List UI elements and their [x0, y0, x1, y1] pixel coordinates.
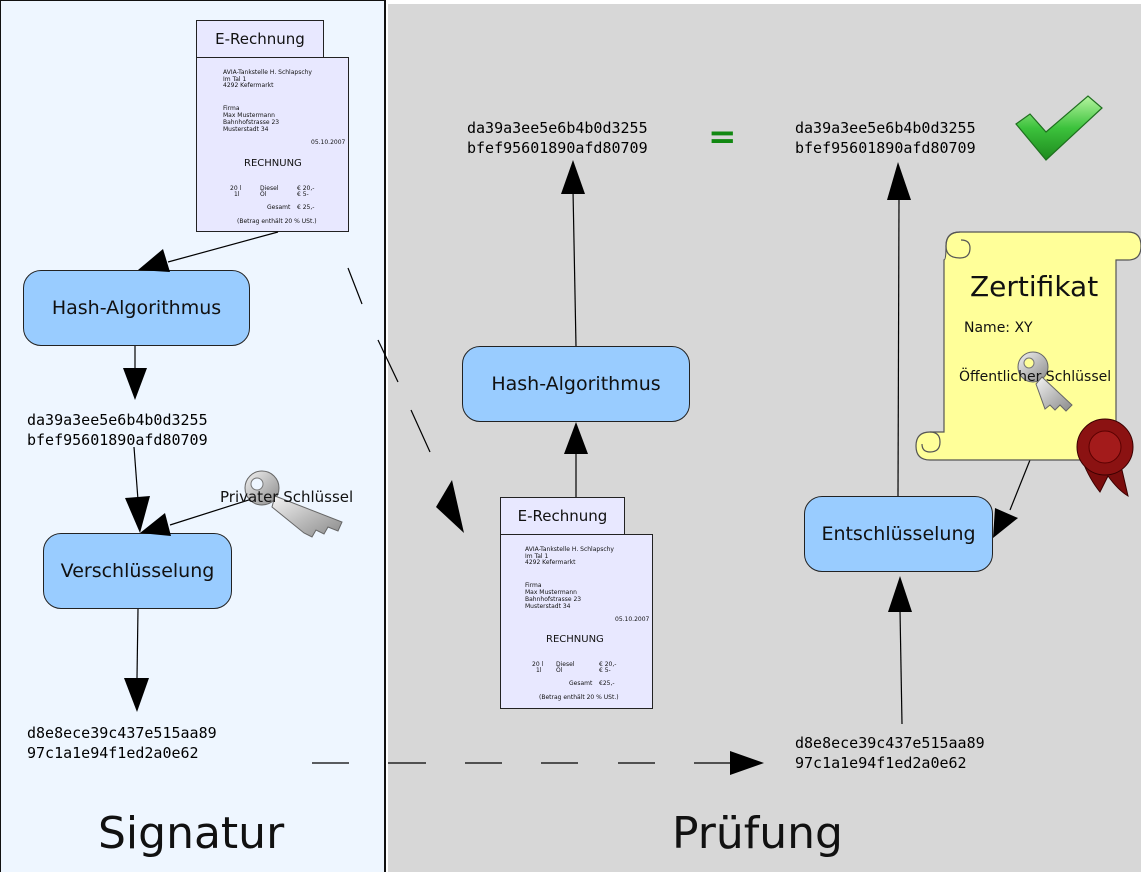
invoice-item-2: Öl: [556, 667, 563, 674]
invoice-vat: (Betrag enthält 20 % USt.): [237, 218, 317, 225]
equals-sign: =: [708, 117, 737, 157]
private-key-label: Privater Schlüssel: [220, 488, 354, 506]
wax-seal-icon: [1076, 418, 1134, 498]
invoice-item-1: Diesel: [260, 185, 279, 192]
key-icon: [244, 470, 343, 538]
invoice-recipient-1: Firma: [525, 582, 542, 589]
invoice-total-label: Gesamt: [569, 680, 593, 687]
invoice-sender-1: AVIA-Tankstelle H. Schlapschy: [525, 546, 614, 553]
invoice-recipient-2: Max Mustermann: [223, 112, 275, 119]
invoice-sender-2: Im Tal 1: [525, 553, 549, 560]
arrow-key-to-encrypt: [140, 496, 259, 536]
invoice-item-1: Diesel: [556, 661, 575, 668]
signature-line-2: 97c1a1e94f1ed2a0e62: [795, 754, 967, 772]
invoice-tab-right: E-Rechnung: [500, 497, 625, 535]
invoice-qty-2: 1l: [234, 191, 240, 198]
signature-line-1: d8e8ece39c437e515aa89: [27, 724, 217, 742]
invoice-recipient-3: Bahnhofstrasse 23: [223, 119, 280, 126]
dashed-arrow-invoice-transfer: [347, 267, 464, 533]
hash-line-2: bfef95601890afd80709: [795, 139, 976, 157]
checkmark-icon: [1015, 95, 1103, 161]
arrow-invoice-to-hash: [138, 231, 279, 272]
invoice-sender-2: Im Tal 1: [223, 76, 247, 83]
signature-line-2: 97c1a1e94f1ed2a0e62: [27, 744, 199, 762]
invoice-heading: RECHNUNG: [244, 158, 302, 169]
invoice-qty-2: 1l: [536, 667, 542, 674]
key-icon: [1017, 351, 1073, 412]
encryption-box: Verschlüsselung: [43, 533, 232, 609]
hash-algorithm-box-left: Hash-Algorithmus: [23, 270, 250, 346]
arrow-invoice-to-hash-right: [564, 422, 588, 497]
hash-value-left: da39a3ee5e6b4b0d3255 bfef95601890afd8070…: [27, 410, 208, 450]
invoice-date: 05.10.2007: [311, 139, 346, 146]
invoice-recipient-4: Musterstadt 34: [223, 126, 269, 133]
invoice-price-2: € 5-: [297, 191, 309, 198]
signature-value-left: d8e8ece39c437e515aa89 97c1a1e94f1ed2a0e6…: [27, 723, 217, 763]
invoice-sender-3: 4292 Kefermarkt: [525, 559, 576, 566]
hash-algorithm-box-right: Hash-Algorithmus: [462, 346, 690, 422]
arrow-encrypt-to-signature: [124, 608, 149, 712]
invoice-date: 05.10.2007: [615, 616, 650, 623]
hash-line-1: da39a3ee5e6b4b0d3255: [467, 119, 648, 137]
invoice-recipient-2: Max Mustermann: [525, 589, 577, 596]
certificate-public-key-label: Öffentlicher Schlüssel: [959, 369, 1112, 385]
invoice-price-2: € 5-: [599, 667, 611, 674]
invoice-qty-1: 20 l: [532, 661, 544, 668]
invoice-qty-1: 20 l: [230, 185, 242, 192]
invoice-item-2: Öl: [260, 191, 267, 198]
hash-line-2: bfef95601890afd80709: [467, 139, 648, 157]
invoice-recipient-4: Musterstadt 34: [525, 603, 571, 610]
invoice-total-label: Gesamt: [267, 204, 291, 211]
invoice-document-right: AVIA-Tankstelle H. Schlapschy Im Tal 1 4…: [500, 534, 653, 709]
invoice-heading: RECHNUNG: [546, 634, 604, 645]
invoice-total: € 25,-: [297, 204, 315, 211]
decryption-box: Entschlüsselung: [804, 496, 993, 572]
hash-value-mid: da39a3ee5e6b4b0d3255 bfef95601890afd8070…: [467, 118, 648, 158]
invoice-tab-left: E-Rechnung: [196, 20, 324, 58]
signature-line-1: d8e8ece39c437e515aa89: [795, 734, 985, 752]
certificate-name: Name: XY: [964, 320, 1033, 336]
arrow-decrypt-to-value: [887, 162, 911, 497]
hash-line-2: bfef95601890afd80709: [27, 431, 208, 449]
invoice-recipient-1: Firma: [223, 105, 240, 112]
signature-section-label: Signatur: [98, 808, 285, 859]
invoice-total: €25,-: [599, 680, 615, 687]
hash-line-1: da39a3ee5e6b4b0d3255: [795, 119, 976, 137]
arrow-value-to-encrypt: [125, 446, 150, 533]
hash-line-1: da39a3ee5e6b4b0d3255: [27, 411, 208, 429]
arrow-hash-to-value-right: [561, 160, 585, 347]
invoice-price-1: € 20,-: [297, 185, 315, 192]
hash-value-right: da39a3ee5e6b4b0d3255 bfef95601890afd8070…: [795, 118, 976, 158]
certificate-title: Zertifikat: [970, 270, 1099, 303]
invoice-recipient-3: Bahnhofstrasse 23: [525, 596, 582, 603]
invoice-price-1: € 20,-: [599, 661, 617, 668]
arrow-hash-to-value: [123, 346, 147, 400]
invoice-vat: (Betrag enthält 20 % USt.): [539, 694, 619, 701]
invoice-document-left: AVIA-Tankstelle H. Schlapschy Im Tal 1 4…: [196, 57, 349, 232]
invoice-sender-1: AVIA-Tankstelle H. Schlapschy: [223, 69, 312, 76]
signature-value-right: d8e8ece39c437e515aa89 97c1a1e94f1ed2a0e6…: [795, 733, 985, 773]
arrow-signature-to-decrypt: [888, 576, 912, 725]
invoice-sender-3: 4292 Kefermarkt: [223, 82, 274, 89]
dashed-arrow-signature-transfer: [312, 751, 764, 775]
verification-section-label: Prüfung: [672, 808, 843, 859]
